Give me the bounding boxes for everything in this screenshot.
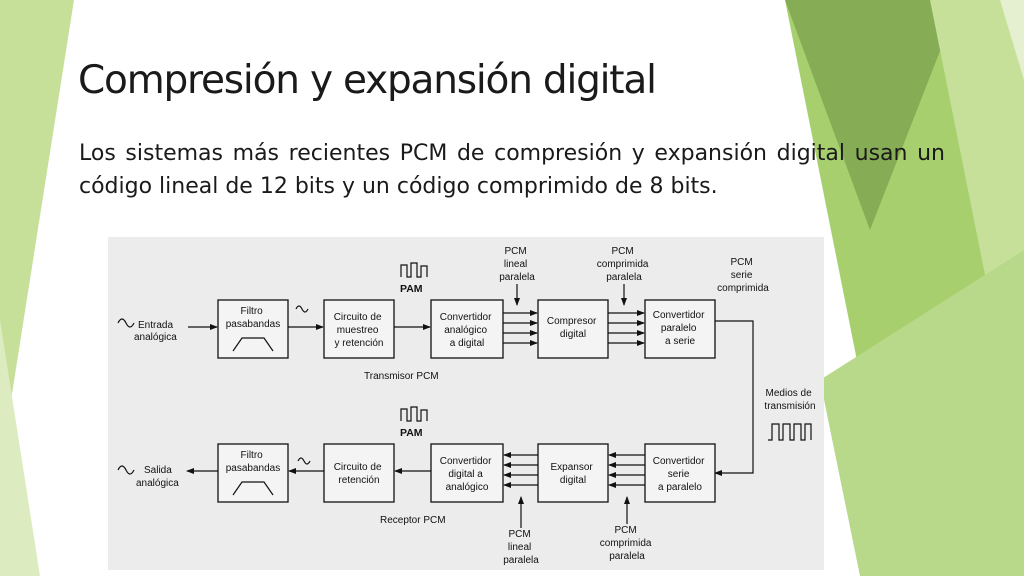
pcm-block-diagram: Entrada analógica Filtro pasabandas Circ… [108, 237, 824, 570]
rx-filter-block [217, 443, 289, 503]
output-sine-icon [117, 465, 135, 475]
output-label: Salida analógica [136, 465, 179, 489]
rx-pam-icon [400, 406, 428, 422]
tx-pam-icon [400, 262, 428, 278]
tx-filter-label: Filtro pasabandas [226, 306, 281, 330]
tx-bandpass-icon [232, 337, 274, 352]
sample-hold-block [323, 299, 395, 359]
rx-linear-pcm-label: PCM lineal paralela [503, 529, 539, 566]
dac-label: Convertidor digital a analógico [440, 456, 494, 493]
tx-caption: Transmisor PCM [364, 371, 439, 382]
tx-linear-pcm-label: PCM lineal paralela [499, 246, 535, 283]
rx-bandpass-icon [232, 481, 274, 496]
input-label: Entrada analógica [134, 320, 177, 343]
tx-pam-label: PAM [400, 283, 423, 295]
hold-block [323, 443, 395, 503]
dac-block [430, 443, 504, 503]
par-to-ser-label: Convertidor paralelo a serie [653, 310, 707, 347]
rx-filter-label: Filtro pasabandas [226, 450, 281, 474]
tx-filter-block [217, 299, 289, 359]
rx-caption: Receptor PCM [380, 515, 446, 526]
tx-compressed-pcm-label: PCM comprimida paralela [597, 246, 651, 283]
pcm-diagram-svg: Entrada analógica Filtro pasabandas Circ… [117, 246, 816, 566]
tx-sine-icon [295, 305, 309, 313]
input-sine-icon [117, 318, 135, 328]
slide-body-text: Los sistemas más recientes PCM de compre… [79, 141, 945, 199]
medium-label: Medios de transmisión [764, 388, 815, 412]
rx-pam-label: PAM [400, 427, 423, 439]
compressor-label: Compresor digital [547, 316, 599, 340]
serial-pulse-icon [768, 423, 812, 441]
hold-label: Circuito de retención [334, 462, 385, 486]
adc-block [430, 299, 504, 359]
expander-label: Expansor digital [550, 462, 595, 486]
ser-to-par-label: Convertidor serie a paralelo [653, 456, 707, 493]
rx-compressed-pcm-label: PCM comprimida paralela [600, 525, 654, 562]
adc-label: Convertidor analógico a digital [440, 312, 494, 349]
sample-hold-label: Circuito de muestreo y retención [334, 312, 385, 349]
ser-to-par-block [644, 443, 716, 503]
par-to-ser-block [644, 299, 716, 359]
expander-block [537, 443, 609, 503]
tx-serial-pcm-label: PCM serie comprimida [717, 257, 769, 294]
slide-title: Compresión y expansión digital [78, 58, 657, 103]
compressor-block [537, 299, 609, 359]
rx-sine-icon [297, 457, 311, 465]
